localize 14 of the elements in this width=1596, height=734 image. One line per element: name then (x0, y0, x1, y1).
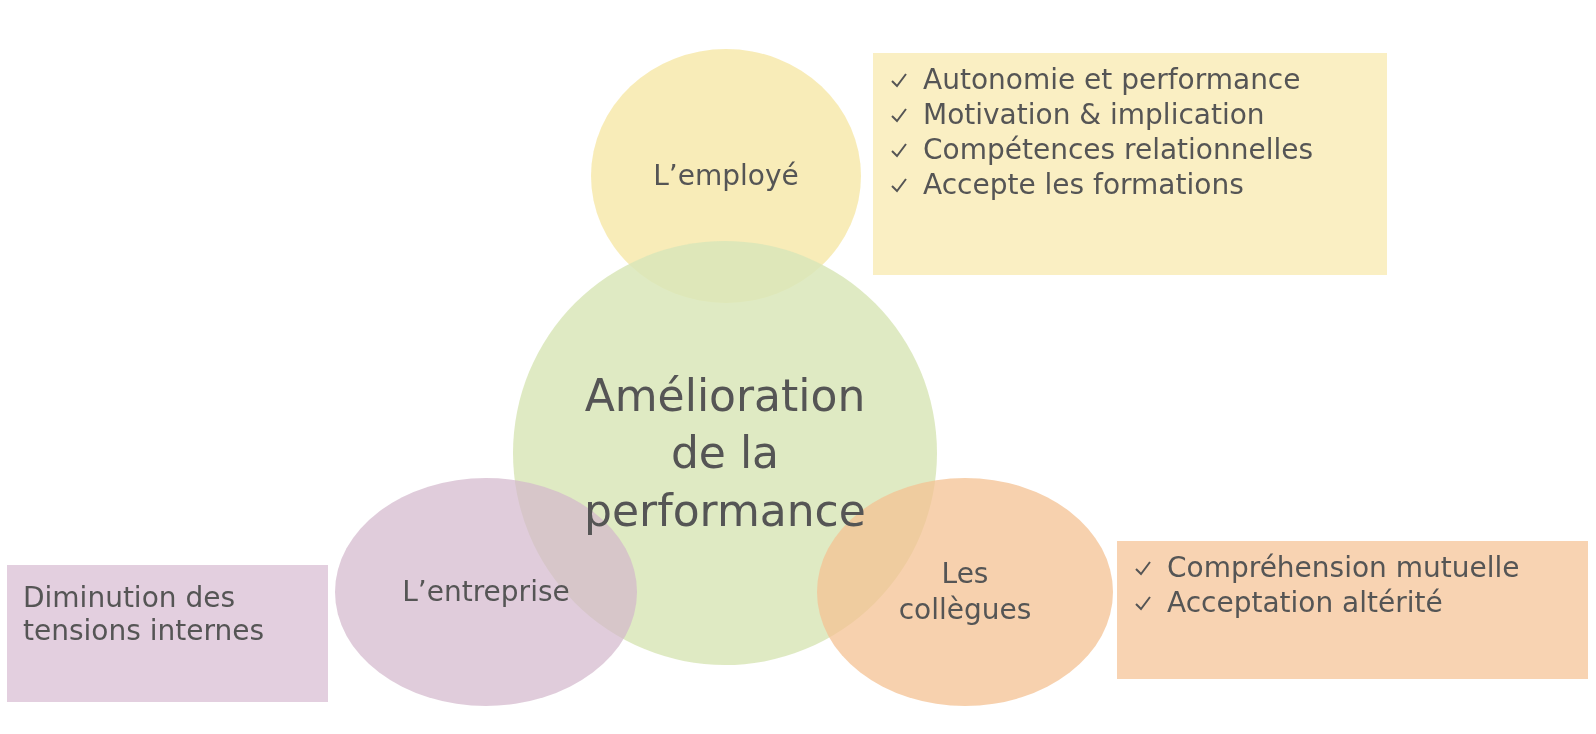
circle-label: L’employé (653, 157, 799, 194)
list-item: Accepte les formations (923, 168, 1244, 201)
list-item: Autonomie et performance (923, 63, 1301, 96)
circle-label: Amélioration de la performance (583, 369, 867, 538)
list-item: Acceptation altérité (1167, 586, 1443, 619)
text-panel (873, 53, 1387, 275)
list-item: Compréhension mutuelle (1167, 551, 1520, 584)
list-item: Compétences relationnelles (923, 133, 1314, 166)
text-panel (1117, 541, 1588, 679)
circle-label: Les collègues (897, 555, 1033, 628)
circle-label: L’entreprise (402, 573, 570, 610)
panel-text: Diminution des tensions internes (23, 581, 265, 647)
text-panel (7, 565, 328, 702)
list-item: Motivation & implication (923, 98, 1265, 131)
